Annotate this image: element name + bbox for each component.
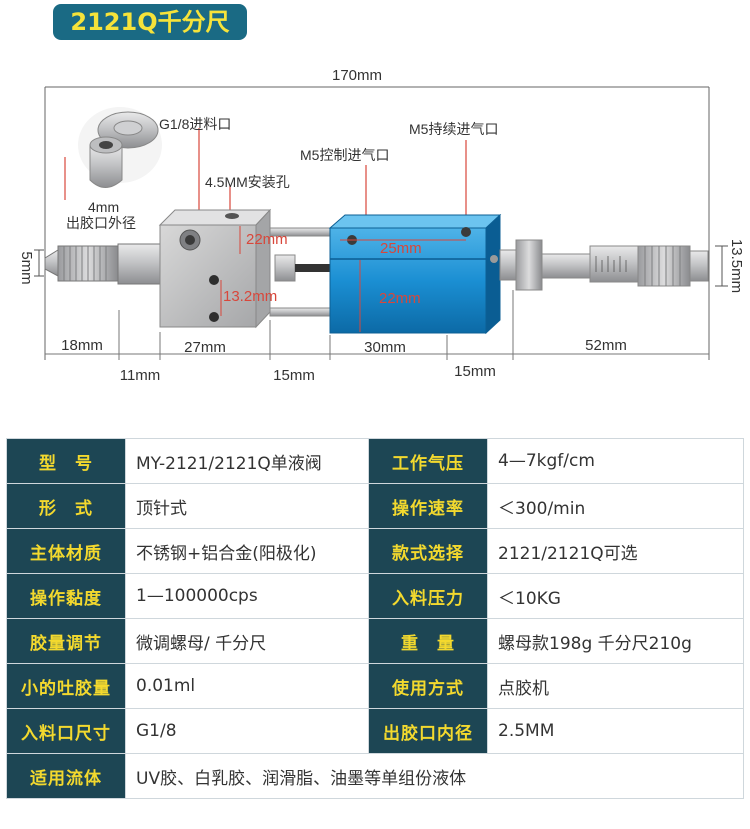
spec-label: 工作气压	[368, 438, 488, 484]
spec-label: 款式选择	[368, 528, 488, 574]
spec-label: 重 量	[368, 618, 488, 664]
spec-value: 顶针式	[125, 483, 369, 529]
dim-18mm: 18mm	[61, 337, 103, 354]
mount-hole-label: 4.5MM安装孔	[205, 174, 290, 190]
spec-value: 2.5MM	[487, 708, 744, 754]
spec-label: 入料压力	[368, 573, 488, 619]
outlet-od-label: 出胶口外径	[66, 215, 136, 231]
dim-30mm: 30mm	[364, 339, 406, 356]
block-height-dim: 22mm	[246, 231, 288, 248]
spec-value: 4—7kgf/cm	[487, 438, 744, 484]
spec-label: 操作黏度	[6, 573, 126, 619]
dim-11mm: 11mm	[120, 367, 161, 384]
spec-value: 1—100000cps	[125, 573, 369, 619]
hole-spacing-dim: 13.2mm	[223, 288, 277, 305]
overall-length: 170mm	[332, 67, 382, 84]
nozzle-assembly	[44, 243, 161, 285]
spec-value: 不锈钢+铝合金(阳极化)	[125, 528, 369, 574]
spec-label: 形 式	[6, 483, 126, 529]
blue-cylinder	[328, 213, 502, 335]
spec-label: 主体材质	[6, 528, 126, 574]
table-row: 主体材质 不锈钢+铝合金(阳极化) 款式选择 2121/2121Q可选	[6, 528, 744, 574]
table-row: 胶量调节 微调螺母/ 千分尺 重 量 螺母款198g 千分尺210g	[6, 618, 744, 664]
table-row: 适用流体 UV胶、白乳胶、润滑脂、油墨等单组份液体	[6, 753, 744, 799]
spec-label: 使用方式	[368, 663, 488, 709]
spec-value: ＜300/min	[487, 483, 744, 529]
spec-value: G1/8	[125, 708, 369, 754]
cylinder-top-dim: 25mm	[380, 240, 422, 257]
page-title: 2121Q千分尺	[53, 4, 247, 40]
spec-label: 适用流体	[6, 753, 126, 799]
spec-label: 胶量调节	[6, 618, 126, 664]
right-height-dim: 13.5mm	[728, 239, 745, 293]
inlet-port-label: G1/8进料口	[159, 116, 231, 132]
cylinder-height-dim: 22mm	[379, 290, 421, 307]
spec-value: UV胶、白乳胶、润滑脂、油墨等单组份液体	[125, 753, 744, 799]
table-row: 操作黏度 1—100000cps 入料压力 ＜10KG	[6, 573, 744, 619]
spec-value: MY-2121/2121Q单液阀	[125, 438, 369, 484]
spec-value: 点胶机	[487, 663, 744, 709]
spec-table: 型 号 MY-2121/2121Q单液阀 工作气压 4—7kgf/cm 形 式 …	[6, 438, 744, 799]
spec-value: 0.01ml	[125, 663, 369, 709]
table-row: 入料口尺寸 G1/8 出胶口内径 2.5MM	[6, 708, 744, 754]
stainless-block	[158, 208, 272, 329]
spec-label: 入料口尺寸	[6, 708, 126, 754]
inlet-fitting-inset	[78, 107, 162, 188]
control-air-label: M5控制进气口	[300, 147, 389, 163]
dim-15mm-a: 15mm	[273, 367, 315, 384]
left-height-dim: 5mm	[18, 251, 35, 284]
spec-value: ＜10KG	[487, 573, 744, 619]
table-row: 型 号 MY-2121/2121Q单液阀 工作气压 4—7kgf/cm	[6, 438, 744, 484]
valve-diagram: 170mm G1/8进料口 4.5MM安装孔 M5控制进气口 M5持续进气口 4…	[0, 50, 750, 400]
table-row: 小的吐胶量 0.01ml 使用方式 点胶机	[6, 663, 744, 709]
dim-27mm: 27mm	[184, 339, 226, 356]
spec-value: 螺母款198g 千分尺210g	[487, 618, 744, 664]
micrometer	[499, 239, 709, 291]
spec-label: 操作速率	[368, 483, 488, 529]
dim-52mm: 52mm	[585, 337, 627, 354]
outlet-od-value: 4mm	[88, 199, 119, 215]
spec-value: 2121/2121Q可选	[487, 528, 744, 574]
spec-label: 小的吐胶量	[6, 663, 126, 709]
continuous-air-label: M5持续进气口	[409, 121, 498, 137]
spec-label: 出胶口内径	[368, 708, 488, 754]
spec-value: 微调螺母/ 千分尺	[125, 618, 369, 664]
spec-label: 型 号	[6, 438, 126, 484]
dim-15mm-b: 15mm	[454, 363, 496, 380]
table-row: 形 式 顶针式 操作速率 ＜300/min	[6, 483, 744, 529]
